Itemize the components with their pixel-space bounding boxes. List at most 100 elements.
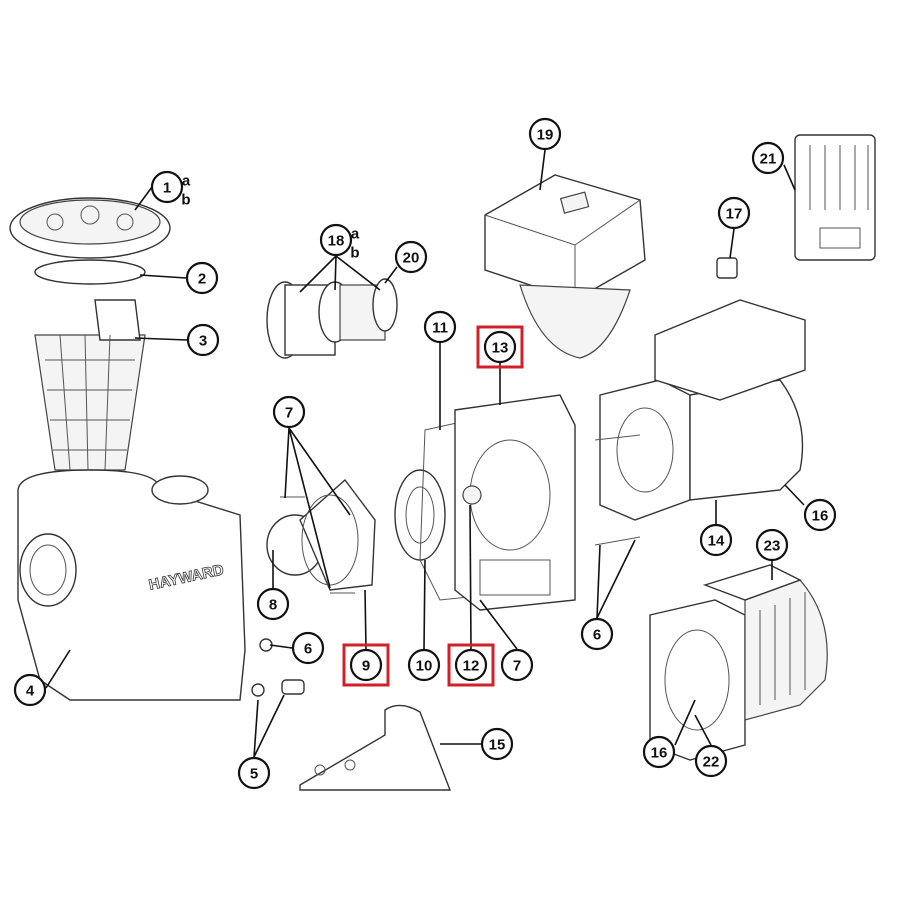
callout-number: 1 <box>163 180 171 197</box>
callout-number: 2 <box>198 271 206 288</box>
callout-circle <box>717 196 751 230</box>
callout-circle <box>751 141 785 175</box>
callout-number: 15 <box>489 737 506 754</box>
callout-circle <box>694 744 728 778</box>
callout-number: 6 <box>304 641 312 658</box>
callout-c2: 2 <box>185 261 219 295</box>
callout-c3: 3 <box>186 323 220 357</box>
drive-module-part <box>794 134 876 261</box>
callout-circle <box>185 261 219 295</box>
callout-circle <box>394 240 428 274</box>
callout-circle <box>237 756 271 790</box>
callout-number: 9 <box>362 658 370 675</box>
callout-number: 16 <box>812 508 829 525</box>
callout-circle <box>150 170 184 204</box>
callout-c16a: 16 <box>803 498 837 532</box>
motor-support-part <box>299 704 452 791</box>
callout-circle <box>483 330 517 364</box>
callout-number: 21 <box>760 151 777 168</box>
callout-variant-label: a <box>182 173 191 190</box>
callout-circle <box>256 587 290 621</box>
callout-circle <box>500 648 534 682</box>
callout-c6a: 6 <box>291 631 325 665</box>
callout-number: 17 <box>726 206 743 223</box>
callout-circle <box>755 528 789 562</box>
leader-lines <box>45 149 805 758</box>
callout-c19: 19 <box>528 117 562 151</box>
seal-plate-part <box>454 394 576 611</box>
callout-number: 8 <box>269 597 277 614</box>
callout-c13: 13 <box>476 325 524 369</box>
fitting-part <box>716 257 738 279</box>
callout-circle <box>291 631 325 665</box>
highlight-box <box>342 643 390 687</box>
callout-number: 7 <box>513 658 521 675</box>
callout-circle <box>580 617 614 651</box>
callout-c22: 22 <box>694 744 728 778</box>
highlight-box <box>476 325 524 369</box>
callout-number: 13 <box>492 340 509 357</box>
callout-c23: 23 <box>755 528 789 562</box>
callout-number: 22 <box>703 754 720 771</box>
callout-c8: 8 <box>256 587 290 621</box>
callout-circle <box>186 323 220 357</box>
callout-variant-label: b <box>350 245 359 262</box>
callout-c11: 11 <box>423 310 457 344</box>
callout-number: 10 <box>416 658 433 675</box>
callout-circle <box>480 727 514 761</box>
union-connectors-part <box>266 278 398 359</box>
strainer-cover-part <box>9 197 171 259</box>
callout-c9: 9 <box>342 643 390 687</box>
callout-number: 3 <box>199 333 207 350</box>
callout-circle <box>454 648 488 682</box>
callout-number: 19 <box>537 127 554 144</box>
callout-c20: 20 <box>394 240 428 274</box>
callout-c12: 12 <box>447 643 495 687</box>
callout-number: 12 <box>463 658 480 675</box>
callout-circle <box>423 310 457 344</box>
callout-circle <box>319 223 353 257</box>
callout-number: 7 <box>285 405 293 422</box>
callout-number: 11 <box>432 320 448 337</box>
callout-circle <box>642 735 676 769</box>
callout-c7b: 7 <box>500 648 534 682</box>
strainer-basket-part <box>34 299 146 471</box>
callout-c10: 10 <box>407 648 441 682</box>
impeller-part <box>394 469 446 561</box>
callout-c6b: 6 <box>580 617 614 651</box>
callout-circle <box>803 498 837 532</box>
callout-number: 23 <box>764 538 781 555</box>
callout-circle <box>528 117 562 151</box>
highlight-box <box>447 643 495 687</box>
callout-number: 16 <box>651 745 668 762</box>
callout-circle <box>699 523 733 557</box>
callout-c17: 17 <box>717 196 751 230</box>
callout-circle <box>13 673 47 707</box>
pump-housing-part: HAYWARD <box>17 469 246 701</box>
callout-c5: 5 <box>237 756 271 790</box>
callout-c14: 14 <box>699 523 733 557</box>
callout-c18: 18 ab <box>319 223 360 262</box>
callout-variant-label: a <box>351 226 360 243</box>
drain-plugs-part <box>251 638 305 697</box>
callout-number: 4 <box>26 683 35 700</box>
callout-number: 18 <box>328 233 345 250</box>
variable-speed-drive-part <box>484 174 646 359</box>
motor-with-drive-part <box>594 299 806 546</box>
callout-c7a: 7 <box>272 395 306 429</box>
callout-number: 20 <box>403 250 420 267</box>
callout-number: 5 <box>250 766 258 783</box>
cover-o-ring-part <box>34 259 146 285</box>
callout-variant-label: b <box>181 192 190 209</box>
callout-circle <box>272 395 306 429</box>
diffuser-part <box>266 478 376 594</box>
callout-c4: 4 <box>13 673 47 707</box>
callout-number: 6 <box>593 627 601 644</box>
ul-motor-part <box>649 564 828 761</box>
callout-c15: 15 <box>480 727 514 761</box>
callout-circle <box>349 648 383 682</box>
callout-number: 14 <box>708 533 725 550</box>
